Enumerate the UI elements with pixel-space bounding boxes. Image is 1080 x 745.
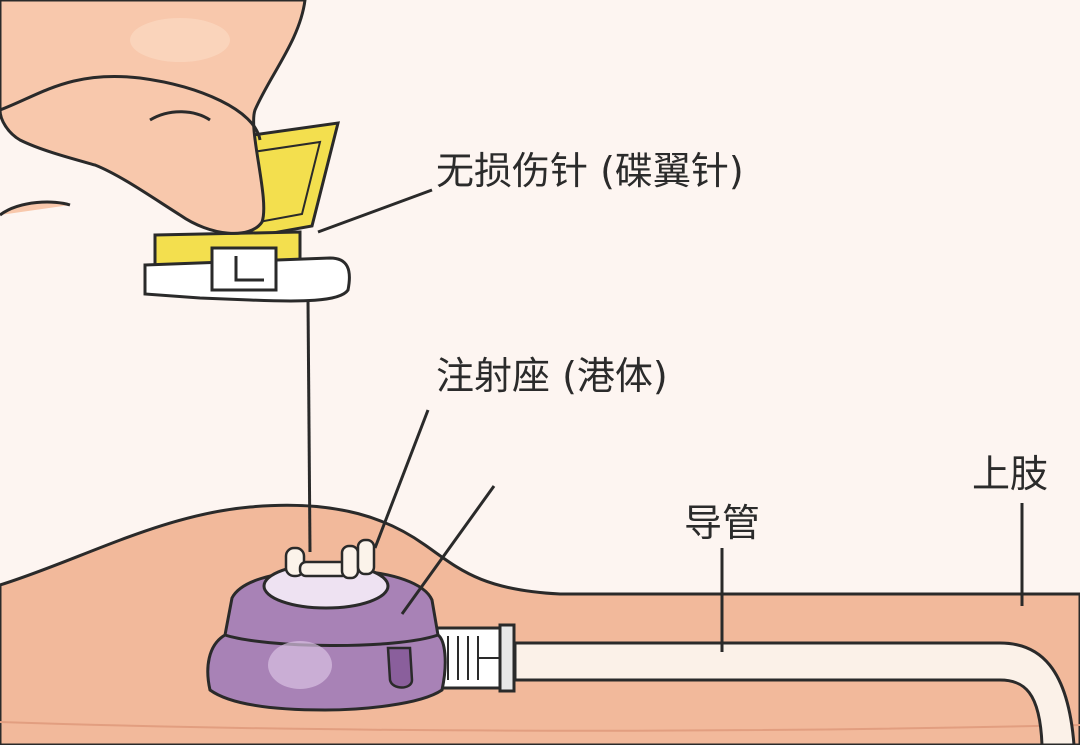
leader-lines bbox=[317, 188, 1024, 652]
port-leader-line-2 bbox=[400, 485, 496, 615]
needle-label: 无损伤针 (碟翼针) bbox=[436, 149, 744, 193]
butterfly-needle-icon bbox=[143, 121, 351, 303]
implanted-port-icon bbox=[206, 538, 447, 712]
arm-skin-icon bbox=[0, 503, 1080, 745]
needle-leader-line bbox=[317, 188, 433, 234]
port-leader-line-1 bbox=[373, 409, 430, 549]
port-label: 注射座 (港体) bbox=[436, 354, 668, 398]
upper-arm-label: 上肢 bbox=[972, 452, 1049, 496]
fingers-holding-needle-icon bbox=[0, 0, 307, 235]
needle-shaft bbox=[306, 299, 312, 553]
catheter-label: 导管 bbox=[684, 501, 761, 545]
